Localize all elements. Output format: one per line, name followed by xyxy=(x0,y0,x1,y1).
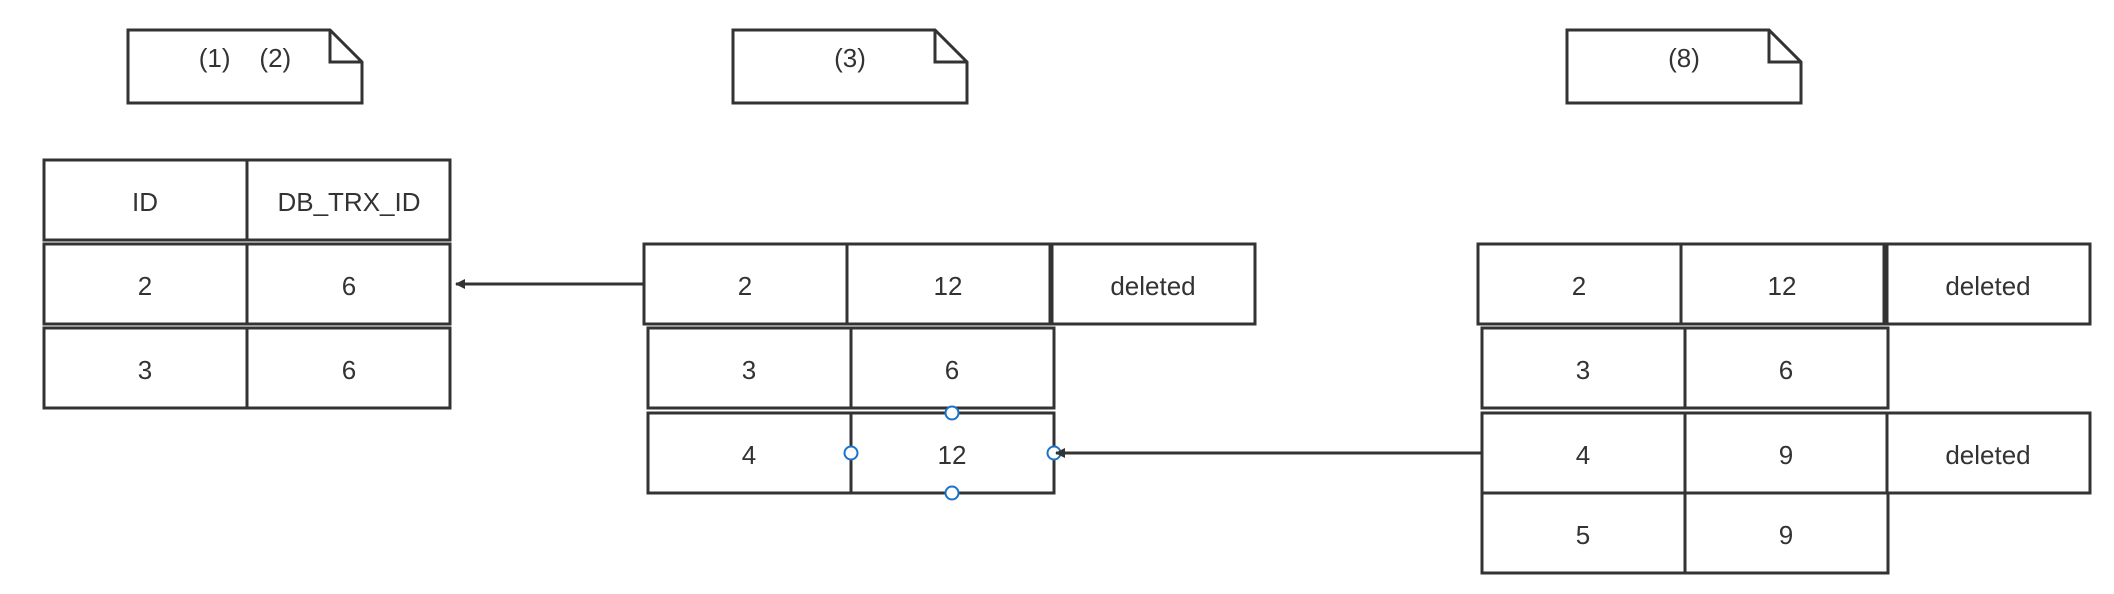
table-c-row-1-cell-1[interactable] xyxy=(1476,242,1683,326)
table-a-header-cell-trx[interactable] xyxy=(245,158,452,242)
table-c-row-3: 4 9 deleted xyxy=(1480,411,2092,495)
table-b-row-2-cell-2[interactable] xyxy=(849,326,1056,410)
table-b-row-3-trx: 12 xyxy=(938,440,967,470)
table-b-row-2-id: 3 xyxy=(742,355,756,385)
table-a-row-1-trx: 6 xyxy=(342,271,356,301)
table-b-row-1-cell-3[interactable] xyxy=(1050,242,1257,326)
table-a-row-1-id: 2 xyxy=(138,271,152,301)
table-b-row-3-id: 4 xyxy=(742,440,756,470)
table-b-row-1-id: 2 xyxy=(738,271,752,301)
table-c-row-3-trx: 9 xyxy=(1779,440,1793,470)
table-c-row-1-trx: 12 xyxy=(1768,271,1797,301)
table-a-row-1-cell-1[interactable] xyxy=(42,242,249,326)
note-8-label: (8) xyxy=(1668,43,1700,73)
table-a-row-2-cell-1[interactable] xyxy=(42,326,249,410)
table-a-row-1: 2 6 xyxy=(42,242,452,326)
table-a-row-2: 3 6 xyxy=(42,326,452,410)
table-c-row-3-cell-3[interactable] xyxy=(1885,411,2092,495)
table-c-row-1-cell-2[interactable] xyxy=(1679,242,1886,326)
table-c-row-4-cell-2[interactable] xyxy=(1683,491,1890,575)
table-c-row-1: 2 12 deleted xyxy=(1476,242,2092,326)
table-c-row-1-flag: deleted xyxy=(1945,271,2030,301)
table-c: 2 12 deleted 3 6 4 9 deleted 5 9 xyxy=(1476,242,2092,575)
table-c-row-4-cell-1[interactable] xyxy=(1480,491,1687,575)
table-c-row-2-trx: 6 xyxy=(1779,355,1793,385)
table-b-row-2-trx: 6 xyxy=(945,355,959,385)
selection-handle-left[interactable] xyxy=(843,445,859,461)
table-b-row-1-cell-2[interactable] xyxy=(845,242,1052,326)
table-b-row-3-cell-1[interactable] xyxy=(646,411,853,495)
table-c-row-4-trx: 9 xyxy=(1779,520,1793,550)
table-a-row-2-cell-2[interactable] xyxy=(245,326,452,410)
table-b: 2 12 deleted 3 6 4 12 xyxy=(642,242,1257,501)
note-8[interactable]: (8) xyxy=(1565,28,1803,105)
table-b-row-1-cell-1[interactable] xyxy=(642,242,849,326)
table-c-row-1-cell-3[interactable] xyxy=(1885,242,2092,326)
note-3[interactable]: (3) xyxy=(731,28,969,105)
table-c-row-3-flag: deleted xyxy=(1945,440,2030,470)
table-b-row-1-flag: deleted xyxy=(1110,271,1195,301)
table-c-row-4: 5 9 xyxy=(1480,491,1890,575)
table-a-header-id: ID xyxy=(132,187,158,217)
table-c-row-2-cell-1[interactable] xyxy=(1480,326,1687,410)
selection-handle-bottom[interactable] xyxy=(944,485,960,501)
table-c-row-4-id: 5 xyxy=(1576,520,1590,550)
table-b-row-1-trx: 12 xyxy=(934,271,963,301)
table-a-header-cell-id[interactable] xyxy=(42,158,249,242)
table-a-row-2-trx: 6 xyxy=(342,355,356,385)
table-b-row-2-cell-1[interactable] xyxy=(646,326,853,410)
table-a-header-trx: DB_TRX_ID xyxy=(277,187,420,217)
table-a-row-2-id: 3 xyxy=(138,355,152,385)
table-b-row-2: 3 6 xyxy=(646,326,1056,410)
table-b-row-3: 4 12 xyxy=(646,411,1056,495)
table-c-row-2-cell-2[interactable] xyxy=(1683,326,1890,410)
table-c-row-2: 3 6 xyxy=(1480,326,1890,410)
note-1-2[interactable]: (1) (2) xyxy=(126,28,364,105)
table-a-row-1-cell-2[interactable] xyxy=(245,242,452,326)
table-b-row-1: 2 12 deleted xyxy=(642,242,1257,326)
table-c-row-2-id: 3 xyxy=(1576,355,1590,385)
note-3-label: (3) xyxy=(834,43,866,73)
table-c-row-3-id: 4 xyxy=(1576,440,1590,470)
table-c-row-1-id: 2 xyxy=(1572,271,1586,301)
selection-handle-top[interactable] xyxy=(944,405,960,421)
table-a: ID DB_TRX_ID 2 6 3 6 xyxy=(42,158,452,410)
table-a-header-row: ID DB_TRX_ID xyxy=(42,158,452,242)
note-1-2-label: (1) (2) xyxy=(199,43,291,73)
